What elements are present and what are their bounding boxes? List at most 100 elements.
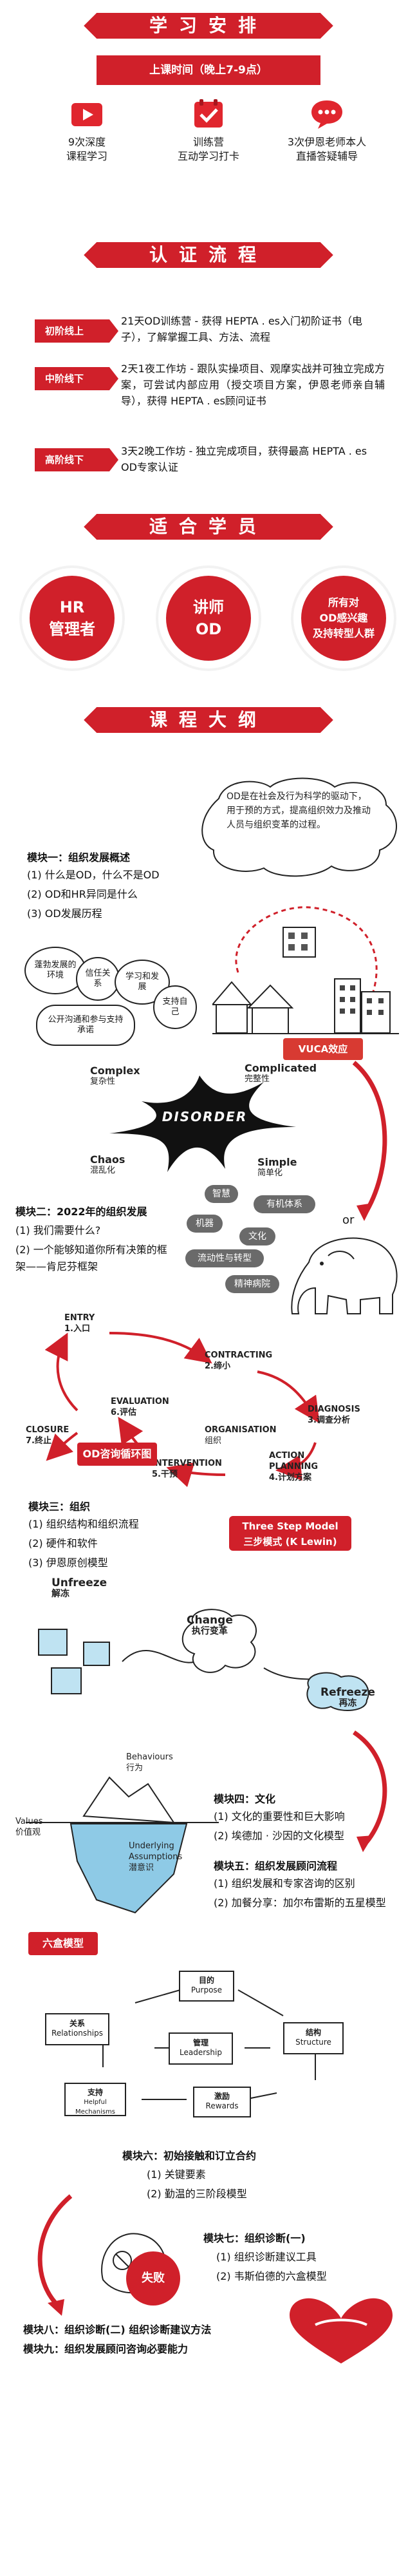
elephant-label-wisdom: 智慧 bbox=[205, 1185, 238, 1203]
module5-line2: (2) 加餐分享：加尔布雷斯的五星模型 bbox=[214, 1897, 386, 1909]
od-cycle-tag: OD咨询循环图 bbox=[77, 1443, 157, 1466]
module1-title: 模块一：组织发展概述 bbox=[27, 851, 131, 864]
module7-title: 模块七：组织诊断(一) bbox=[203, 2232, 306, 2244]
module9-title: 模块九：组织发展顾问咨询必要能力 bbox=[23, 2343, 189, 2355]
bubble-support: 支持自己 bbox=[153, 985, 197, 1029]
three-step-illustration bbox=[38, 1609, 369, 1711]
elephant-illustration bbox=[291, 1237, 398, 1314]
module2-line1: (1) 我们需要什么? bbox=[15, 1224, 101, 1236]
vuca-tag: VUCA效应 bbox=[283, 1038, 363, 1060]
module5-title: 模块五：组织发展顾问流程 bbox=[214, 1860, 338, 1872]
elephant-label-psychic-prison: 精神病院 bbox=[225, 1275, 279, 1293]
module4-line2: (2) 埃德加 · 沙因的文化模型 bbox=[214, 1830, 345, 1842]
elephant-or-label: or bbox=[342, 1213, 355, 1227]
certification-title: 认证流程 bbox=[149, 244, 268, 265]
certification-banner: 认证流程 bbox=[84, 237, 333, 273]
module3-title: 模块三：组织 bbox=[28, 1501, 91, 1513]
module4-title: 模块四：文化 bbox=[214, 1793, 276, 1805]
elephant-label-organism: 有机体系 bbox=[254, 1195, 315, 1213]
class-time-badge: 上课时间（晚上7-9点） bbox=[97, 55, 320, 85]
module1-line3: (3) OD发展历程 bbox=[27, 907, 102, 920]
od-definition-cloud bbox=[201, 777, 397, 877]
syllabus-title: 课程大纲 bbox=[149, 709, 268, 730]
od-definition-text: OD是在社会及行为科学的驱动下，用于预的方式，提高组织效力及推动人员与组织变革的… bbox=[227, 791, 371, 830]
schedule-title: 学习安排 bbox=[149, 15, 268, 36]
module2-line2: (2) 一个能够知道你所有决策的框架——肯尼芬框架 bbox=[15, 1244, 167, 1273]
module8-title: 模块八：组织诊断(二) 组织诊断建议方法 bbox=[23, 2324, 212, 2336]
module1-line2: (2) OD和HR异同是什么 bbox=[27, 888, 138, 900]
syllabus-banner: 课程大纲 bbox=[84, 702, 333, 738]
bubble-trust: 信任关系 bbox=[76, 957, 120, 1001]
audience-title: 适合学员 bbox=[149, 516, 268, 537]
module6-line2: (2) 勤温的三阶段模型 bbox=[147, 2188, 247, 2200]
iceberg-illustration bbox=[26, 1776, 219, 1914]
organization-buildings-illustration bbox=[212, 906, 399, 1034]
step-text-advanced: 3天2晚工作坊 - 独立完成项目，获得最高 HEPTA . es OD专家认证 bbox=[121, 445, 367, 473]
module3-line1: (1) 组织结构和组织流程 bbox=[28, 1518, 139, 1530]
disorder-splash bbox=[109, 1075, 296, 1172]
bubble-thriving-environment: 蓬勃发展的环境 bbox=[24, 947, 86, 994]
red-curve-arrow-3 bbox=[37, 2194, 73, 2316]
step-text-beginner: 21天OD训练营 - 获得 HEPTA . es入门初阶证书（电子），了解掌握工… bbox=[121, 315, 363, 343]
module3-line3: (3) 伊恩原创模型 bbox=[28, 1557, 108, 1569]
heart-handshake-illustration bbox=[290, 2298, 393, 2363]
schedule-item-live: 3次伊恩老师本人 直播答疑辅导 bbox=[277, 98, 377, 164]
red-curve-arrow-1 bbox=[352, 1061, 387, 1221]
fail-badge: 失败 bbox=[126, 2251, 180, 2306]
module6-title: 模块六：初始接触和订立合约 bbox=[122, 2150, 257, 2162]
disorder-label: DISORDER bbox=[162, 1109, 248, 1124]
step-tag-advanced: 高阶线下 bbox=[35, 448, 118, 471]
step-tag-beginner: 初阶线上 bbox=[35, 319, 118, 343]
three-step-tag: Three Step Model 三步模式 (K Lewin) bbox=[229, 1516, 351, 1551]
module6-line1: (1) 关键要素 bbox=[147, 2168, 206, 2181]
module5-line1: (1) 组织发展和专家咨询的区别 bbox=[214, 1877, 355, 1889]
bubble-open-communication: 公开沟通和参与支持承诺 bbox=[36, 1005, 135, 1046]
audience-banner: 适合学员 bbox=[84, 509, 333, 545]
schedule-item-courses: 9次深度 课程学习 bbox=[51, 98, 122, 164]
schedule-banner: 学习安排 bbox=[84, 8, 333, 44]
schedule-item-camp: 训练营 互动学习打卡 bbox=[165, 98, 252, 164]
checkmark-calendar-icon bbox=[194, 99, 223, 128]
red-curve-arrow-2 bbox=[353, 1730, 387, 1852]
six-box-tag: 六盒模型 bbox=[28, 1932, 98, 1955]
chat-bubble-icon bbox=[311, 100, 342, 129]
video-icon bbox=[71, 103, 102, 126]
module7-line2: (2) 韦斯伯德的六盒模型 bbox=[216, 2270, 327, 2282]
step-text-intermediate: 2天1夜工作坊 - 跟队实操项目、观摩实战并可独立完成方案，可尝试内部应用（授交… bbox=[121, 363, 385, 407]
elephant-label-culture: 文化 bbox=[239, 1227, 275, 1245]
step-tag-intermediate: 中阶线下 bbox=[35, 367, 118, 390]
od-cycle-diagram bbox=[44, 1332, 320, 1488]
module3-line2: (2) 硬件和软件 bbox=[28, 1537, 98, 1549]
module2-title: 模块二：2022年的组织发展 bbox=[15, 1206, 147, 1218]
elephant-label-machine: 机器 bbox=[187, 1215, 223, 1233]
module4-line1: (1) 文化的重要性和巨大影响 bbox=[214, 1810, 345, 1823]
module1-line1: (1) 什么是OD，什么不是OD bbox=[27, 869, 160, 881]
